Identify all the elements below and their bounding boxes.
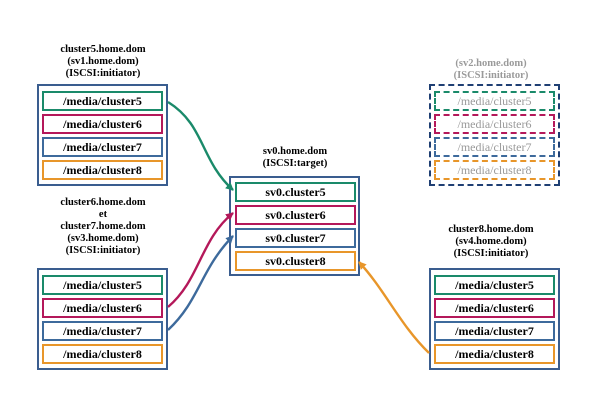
sv0-target-box: sv0.cluster5 sv0.cluster6 sv0.cluster7 s… (229, 176, 360, 276)
sv3-mount-cluster6: /media/cluster6 (42, 298, 163, 318)
sv2-title-line: (sv2.home.dom) (455, 58, 527, 69)
sv1-mount-cluster7: /media/cluster7 (42, 137, 163, 157)
sv2-mount-cluster8: /media/cluster8 (434, 160, 555, 180)
sv3-mount-cluster5: /media/cluster5 (42, 275, 163, 295)
sv4-title-line: cluster8.home.dom (448, 224, 534, 235)
sv1-initiator-box: /media/cluster5 /media/cluster6 /media/c… (37, 84, 168, 186)
sv4-title-line: (sv4.home.dom) (455, 236, 527, 247)
sv3-mount-cluster8: /media/cluster8 (42, 344, 163, 364)
sv0-lun-cluster8: sv0.cluster8 (235, 251, 356, 271)
sv4-mount-cluster7: /media/cluster7 (434, 321, 555, 341)
connection-sv3-cluster6 (167, 212, 234, 308)
sv0-title-line: sv0.home.dom (262, 146, 328, 157)
sv2-title: (sv2.home.dom) (ISCSI:initiator) (446, 58, 536, 82)
sv2-mount-cluster5: /media/cluster5 (434, 91, 555, 111)
sv2-initiator-box: /media/cluster5 /media/cluster6 /media/c… (429, 84, 560, 186)
sv3-title: cluster6.home.dom et cluster7.home.dom (… (58, 197, 148, 257)
sv0-lun-cluster6: sv0.cluster6 (235, 205, 356, 225)
connection-sv4-cluster8 (358, 261, 430, 354)
sv3-title-line: et (98, 209, 108, 220)
sv2-title-line: (ISCSI:initiator) (453, 70, 529, 81)
sv1-title-line: cluster5.home.dom (60, 44, 146, 55)
sv3-initiator-box: /media/cluster5 /media/cluster6 /media/c… (37, 268, 168, 370)
sv1-title-line: (ISCSI:initiator) (65, 68, 141, 79)
sv3-title-line: (ISCSI:initiator) (65, 245, 141, 256)
sv1-mount-cluster5: /media/cluster5 (42, 91, 163, 111)
sv0-lun-cluster5: sv0.cluster5 (235, 182, 356, 202)
sv0-title: sv0.home.dom (ISCSI:target) (250, 146, 340, 170)
connection-sv1-cluster5 (167, 100, 234, 191)
connection-sv3-cluster7 (167, 235, 234, 331)
sv2-mount-cluster6: /media/cluster6 (434, 114, 555, 134)
sv3-title-line: cluster7.home.dom (60, 221, 146, 232)
sv1-mount-cluster8: /media/cluster8 (42, 160, 163, 180)
sv4-mount-cluster6: /media/cluster6 (434, 298, 555, 318)
sv3-mount-cluster7: /media/cluster7 (42, 321, 163, 341)
sv4-title: cluster8.home.dom (sv4.home.dom) (ISCSI:… (446, 224, 536, 260)
sv0-title-line: (ISCSI:target) (262, 158, 328, 169)
sv4-mount-cluster8: /media/cluster8 (434, 344, 555, 364)
sv3-title-line: (sv3.home.dom) (67, 233, 139, 244)
sv1-title-line: (sv1.home.dom) (67, 56, 139, 67)
sv1-mount-cluster6: /media/cluster6 (42, 114, 163, 134)
sv4-mount-cluster5: /media/cluster5 (434, 275, 555, 295)
sv2-mount-cluster7: /media/cluster7 (434, 137, 555, 157)
sv4-title-line: (ISCSI:initiator) (453, 248, 529, 259)
sv0-lun-cluster7: sv0.cluster7 (235, 228, 356, 248)
sv1-title: cluster5.home.dom (sv1.home.dom) (ISCSI:… (58, 44, 148, 80)
sv4-initiator-box: /media/cluster5 /media/cluster6 /media/c… (429, 268, 560, 370)
sv3-title-line: cluster6.home.dom (60, 197, 146, 208)
